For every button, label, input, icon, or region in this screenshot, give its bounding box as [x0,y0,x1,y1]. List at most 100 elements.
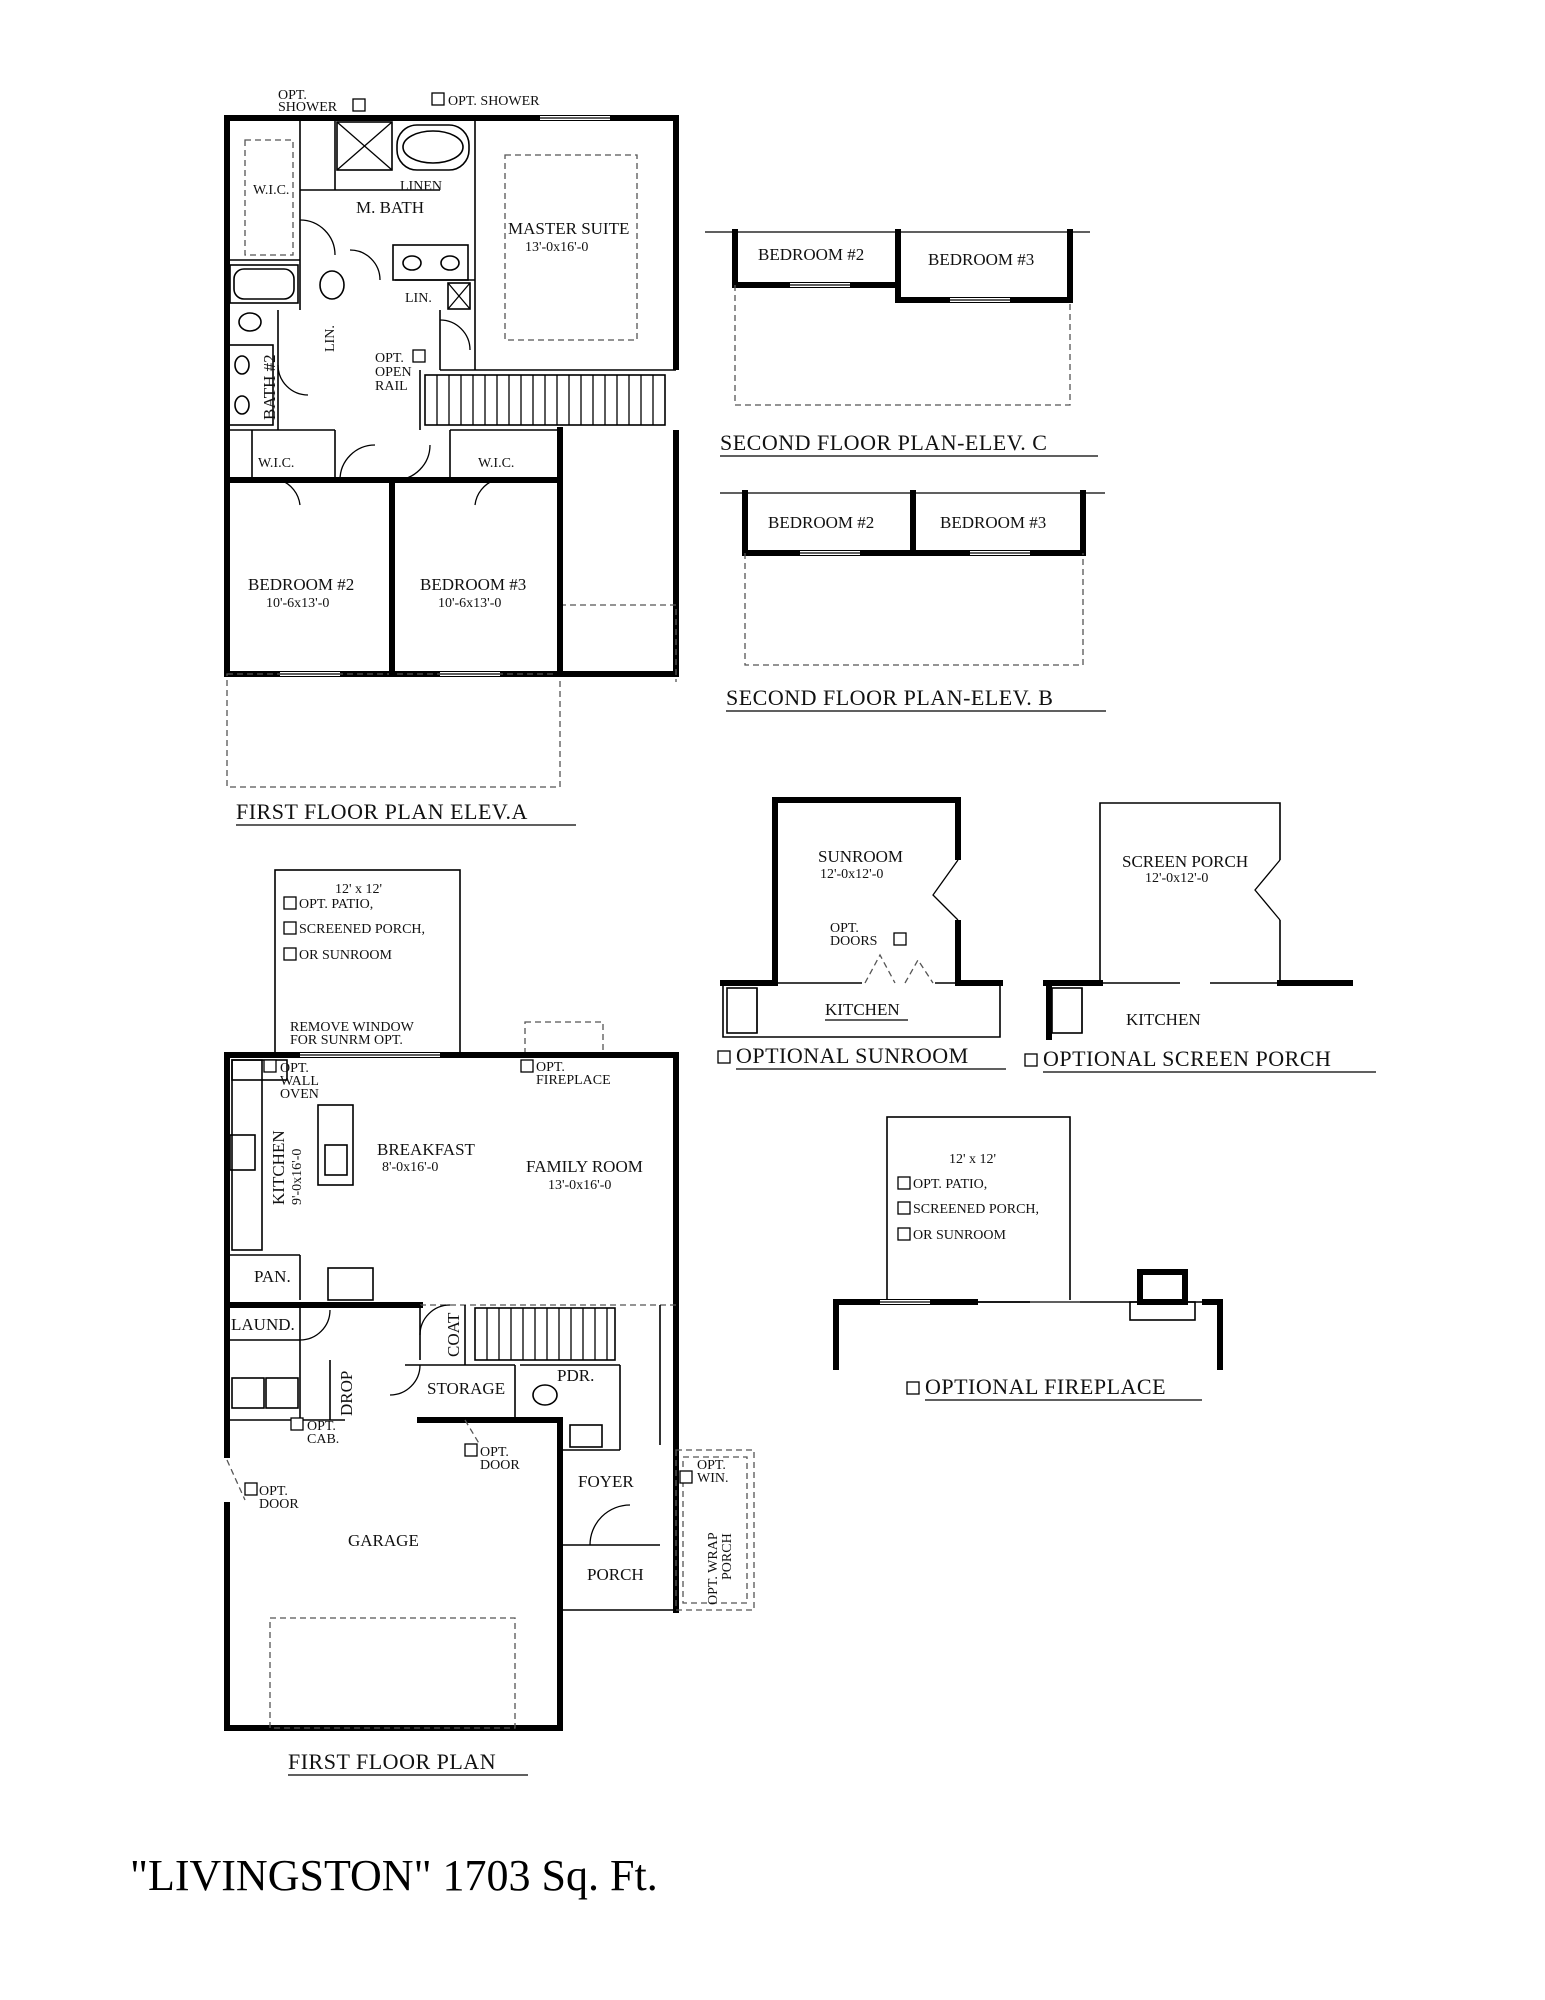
screen-porch-dims: 12'-0x12'-0 [1145,871,1208,886]
first-floor-stairs [474,1307,616,1361]
opt-doors-label-1: OPT. [830,921,859,936]
opt-wall-oven-label-2: WALL [280,1074,319,1089]
elev-c-bedroom3-label: BEDROOM #3 [928,250,1034,269]
foyer-label: FOYER [578,1472,634,1491]
opt-doors-label-2: DOORS [830,934,877,949]
master-tub-icon [396,124,470,171]
optional-screen-porch-plan: SCREEN PORCH 12'-0x12'-0 KITCHEN OPTIONA… [1024,802,1376,1073]
opt-wall-oven-label-3: OVEN [280,1087,319,1102]
kitchen-dims: 9'-0x16'-0 [290,1149,305,1205]
sunroom-caption: OPTIONAL SUNROOM [736,1043,969,1068]
upper-floor-plan: OPT. SHOWER OPT. SHOWER W.I.C. LINEN M. … [224,88,680,826]
elev-b-caption: SECOND FLOOR PLAN-ELEV. B [726,685,1053,710]
opt-shower-left-label-1: OPT. [278,88,307,103]
storage-label: STORAGE [427,1379,505,1398]
coat-label: COAT [444,1312,463,1357]
bedroom3-label: BEDROOM #3 [420,575,526,594]
bath2-tub-icon [229,264,299,304]
bath2-toilet-icon [238,312,262,332]
bath2-label: BATH #2 [260,354,279,420]
kitchen-counter [231,1059,263,1251]
fireplace-caption: OPTIONAL FIREPLACE [925,1374,1166,1399]
opt-win-label-1: OPT. [697,1458,726,1473]
opt-wall-oven-label-1: OPT. [280,1061,309,1076]
fireplace-outline [524,1021,604,1056]
opt-open-rail-label-1: OPT. [375,351,404,366]
linen-label: LINEN [400,179,442,194]
powder-sink-icon [569,1424,603,1448]
powder-toilet-icon [532,1384,558,1406]
opt-open-rail-label-2: OPEN [375,365,412,380]
shower-icon [336,121,393,171]
plan-title: "LIVINGSTON" 1703 Sq. Ft. [130,1851,658,1900]
elev-c-plan: BEDROOM #2 BEDROOM #3 SECOND FLOOR PLAN-… [705,229,1098,457]
breakfast-dims: 8'-0x16'-0 [382,1160,438,1175]
opt-wrap-porch-label-1: OPT. WRAP [706,1532,721,1605]
dryer-icon [265,1377,299,1409]
sunroom-kitchen-label: KITCHEN [825,1000,900,1019]
opt-shower-left-label-2: SHOWER [278,100,338,115]
opt-door-storage-label-1: OPT. [480,1445,509,1460]
fireplace-box-opt2: SCREENED PORCH, [913,1202,1039,1217]
elev-b-plan: BEDROOM #2 BEDROOM #3 SECOND FLOOR PLAN-… [720,490,1106,712]
lin-label-1: LIN. [405,291,432,306]
fireplace-box-opt3: OR SUNROOM [913,1228,1007,1243]
bath2-vanity-icon [228,344,274,426]
kitchen-island [317,1104,354,1186]
family-room-dims: 13'-0x16'-0 [548,1178,611,1193]
drop-label: DROP [337,1371,356,1416]
pantry-label: PAN. [254,1267,291,1286]
fireplace-box-size: 12' x 12' [949,1152,996,1167]
opt-wrap-porch-label-2: PORCH [720,1533,735,1580]
patio-box-size: 12' x 12' [335,882,382,897]
opt-cab-label-1: OPT. [307,1419,336,1434]
wic-master-label: W.I.C. [253,183,289,198]
first-floor-plan: 12' x 12' OPT. PATIO, SCREENED PORCH, OR… [224,869,755,1776]
bedroom3-dims: 10'-6x13'-0 [438,596,501,611]
family-room-label: FAMILY ROOM [526,1157,643,1176]
optional-fireplace-plan: 12' x 12' OPT. PATIO, SCREENED PORCH, OR… [833,1116,1223,1401]
master-suite-dims: 13'-0x16'-0 [525,240,588,255]
upper-porch-outline [226,673,561,788]
kitchen-label: KITCHEN [269,1130,288,1205]
wrap-porch-outline [675,1449,755,1611]
patio-box-opt3: OR SUNROOM [299,948,393,963]
elev-b-bedroom3-label: BEDROOM #3 [940,513,1046,532]
bedroom2-label: BEDROOM #2 [248,575,354,594]
powder-label: PDR. [557,1366,594,1385]
washer-icon [231,1377,265,1409]
sunroom-stove-icon [726,987,758,1034]
opt-win-label-2: WIN. [697,1471,729,1486]
lin-label-2: LIN. [323,325,338,352]
bedroom2-dims: 10'-6x13'-0 [266,596,329,611]
sunroom-label: SUNROOM [818,847,903,866]
first-floor-caption: FIRST FLOOR PLAN [288,1749,496,1774]
master-vanity-icon [392,244,469,281]
stove-icon [229,1134,256,1171]
opt-shower-right-label: OPT. SHOWER [448,94,540,109]
screen-porch-stove-icon [1051,987,1083,1034]
elev-c-caption: SECOND FLOOR PLAN-ELEV. C [720,430,1047,455]
optional-sunroom-plan: SUNROOM 12'-0x12'-0 OPT. DOORS KITCHEN O… [717,797,1006,1070]
breakfast-label: BREAKFAST [377,1140,476,1159]
opt-fireplace-label-1: OPT. [536,1060,565,1075]
patio-box-opt2: SCREENED PORCH, [299,922,425,937]
opt-cab-label-2: CAB. [307,1432,339,1447]
wic-left-label: W.I.C. [258,456,294,471]
master-suite-label: MASTER SUITE [508,219,629,238]
opt-open-rail-label-3: RAIL [375,379,408,394]
patio-box-opt1: OPT. PATIO, [299,897,373,912]
screen-porch-kitchen-label: KITCHEN [1126,1010,1201,1029]
elev-c-bedroom2-label: BEDROOM #2 [758,245,864,264]
opt-door-garage-label-1: OPT. [259,1484,288,1499]
m-bath-label: M. BATH [356,198,424,217]
master-toilet-icon [319,270,345,300]
screen-porch-label: SCREEN PORCH [1122,852,1248,871]
remove-window-label-2: FOR SUNRM OPT. [290,1033,403,1048]
fireplace-box [1137,1269,1188,1305]
wic-right-label: W.I.C. [478,456,514,471]
elev-b-bedroom2-label: BEDROOM #2 [768,513,874,532]
master-bed-outline [504,154,638,341]
sunroom-dims: 12'-0x12'-0 [820,867,883,882]
fridge-icon [327,1267,374,1301]
